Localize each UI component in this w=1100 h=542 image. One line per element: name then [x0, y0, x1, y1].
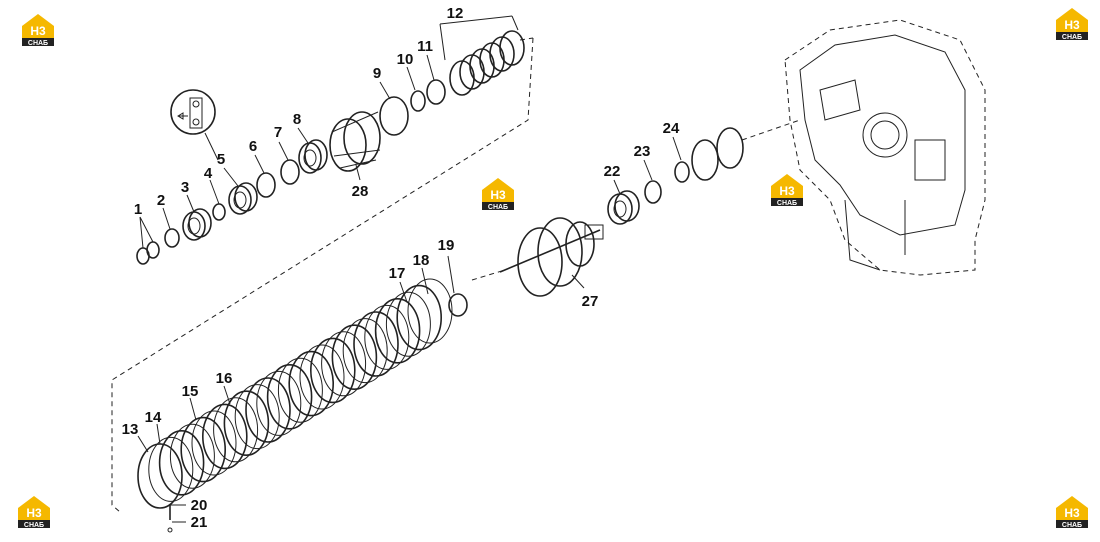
- clutch-disc: [148, 436, 194, 502]
- part-labels: 1234567891011121314151617181920212223242…: [122, 5, 680, 531]
- part-label-24: 24: [663, 120, 680, 137]
- part-label-9: 9: [373, 65, 381, 82]
- brand-logo-mark: H3: [1064, 18, 1080, 32]
- part-label-10: 10: [397, 51, 414, 68]
- clutch-disc: [245, 377, 291, 443]
- part-label-7: 7: [274, 124, 282, 141]
- part-label-20: 20: [191, 497, 208, 514]
- brand-logo-text: CHAБ: [24, 522, 44, 529]
- part-label-13: 13: [122, 421, 139, 438]
- part-label-16: 16: [216, 370, 233, 387]
- brand-logo-mark: H3: [779, 184, 795, 198]
- clutch-disc: [342, 318, 388, 384]
- brand-logo-text: CHAБ: [777, 200, 797, 207]
- brand-logo-mark: H3: [490, 188, 506, 202]
- part-label-14: 14: [145, 409, 162, 426]
- clutch-disc: [374, 297, 421, 364]
- part-drawings: [136, 30, 744, 533]
- part-label-6: 6: [249, 138, 257, 155]
- part-label-18: 18: [413, 252, 430, 269]
- brand-logo-text: CHAБ: [1062, 522, 1082, 529]
- transmission-housing: [784, 19, 986, 276]
- clutch-disc: [277, 357, 323, 423]
- clutch-disc: [385, 291, 431, 357]
- part-label-23: 23: [634, 143, 651, 160]
- part-label-5: 5: [217, 151, 225, 168]
- leader-lines: [137, 15, 682, 523]
- clutch-disc: [256, 370, 302, 436]
- part-label-15: 15: [182, 383, 199, 400]
- part-label-3: 3: [181, 179, 189, 196]
- clutch-disc: [407, 278, 453, 344]
- clutch-disc: [180, 416, 226, 483]
- brand-logo-mark: H3: [1064, 506, 1080, 520]
- part-label-2: 2: [157, 192, 165, 209]
- clutch-disc: [299, 344, 345, 410]
- clutch-disc: [158, 429, 205, 496]
- clutch-disc: [223, 390, 270, 457]
- part-label-8: 8: [293, 111, 301, 128]
- clutch-disc: [213, 397, 259, 463]
- clutch-disc: [309, 337, 356, 404]
- clutch-disc: [288, 350, 335, 417]
- clutch-disc: [191, 410, 237, 476]
- brand-logo-mark: H3: [30, 24, 46, 38]
- clutch-disc: [169, 423, 215, 489]
- part-label-21: 21: [191, 514, 208, 531]
- clutch-disc: [331, 324, 378, 391]
- bearing-detail-icon: [170, 89, 219, 161]
- part-label-4: 4: [204, 165, 213, 182]
- clutch-disc: [321, 331, 367, 397]
- part-label-19: 19: [438, 237, 455, 254]
- part-label-27: 27: [582, 293, 599, 310]
- clutch-disc: [364, 304, 410, 370]
- part-label-17: 17: [389, 265, 406, 282]
- clutch-disc: [396, 284, 443, 351]
- part-label-22: 22: [604, 163, 621, 180]
- clutch-disc: [266, 363, 313, 430]
- part-label-1: 1: [134, 201, 142, 218]
- part-label-28: 28: [352, 183, 369, 200]
- part-label-11: 11: [417, 38, 433, 55]
- part-label-12: 12: [447, 5, 464, 22]
- brand-logo-text: CHAБ: [1062, 34, 1082, 41]
- brand-logo-text: CHAБ: [28, 40, 48, 47]
- clutch-disc: [353, 311, 399, 377]
- brand-logo-mark: H3: [26, 506, 42, 520]
- clutch-disc: [234, 384, 280, 450]
- brand-logo-text: CHAБ: [488, 204, 508, 211]
- clutch-disc: [202, 403, 248, 470]
